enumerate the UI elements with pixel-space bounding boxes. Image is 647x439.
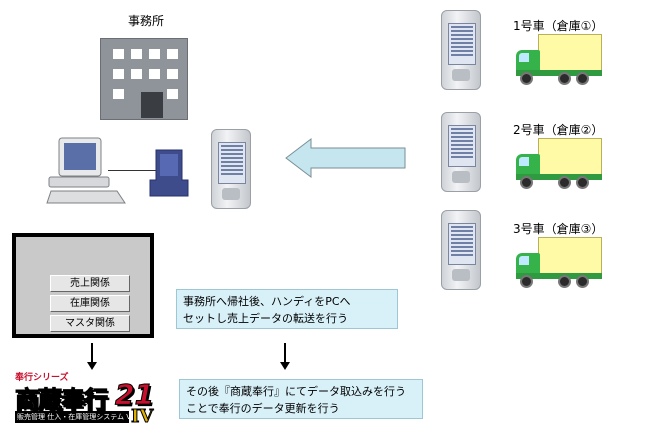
connection-cable (108, 170, 158, 171)
handheld-terminal-icon (211, 129, 251, 209)
down-arrow-icon (280, 343, 290, 370)
desktop-pc-icon (46, 137, 126, 204)
transfer-note-line-1: 事務所へ帰社後、ハンディをPCへ (183, 295, 351, 308)
truck-1-label: 1号車（倉庫①） (513, 19, 604, 33)
truck-3-label: 3号車（倉庫③） (513, 222, 604, 236)
down-arrow-icon (87, 343, 97, 370)
truck-1-icon (514, 34, 604, 86)
office-label: 事務所 (128, 14, 165, 28)
menu-screen: 売上関係 在庫関係 マスタ関係 (12, 233, 154, 338)
master-menu-button[interactable]: マスタ関係 (50, 315, 130, 332)
transfer-arrow (285, 137, 406, 179)
handheld-terminal-icon (441, 210, 481, 290)
import-note: その後『商蔵奉行』にてデータ取込みを行う ことで奉行のデータ更新を行う (179, 379, 423, 419)
transfer-note-line-2: セットし売上データの転送を行う (183, 312, 348, 325)
handy-cradle-icon (149, 149, 189, 197)
truck-3-icon (514, 237, 604, 289)
sales-menu-button[interactable]: 売上関係 (50, 275, 130, 292)
handheld-terminal-icon (441, 112, 481, 192)
logo-series: 奉行シリーズ (15, 373, 69, 383)
shozo-bugyo-logo: 奉行シリーズ 商蔵奉行 21 販売管理 仕入・在庫管理システム Ver. IV (15, 370, 163, 430)
transfer-note: 事務所へ帰社後、ハンディをPCへ セットし売上データの転送を行う (176, 289, 398, 329)
handheld-terminal-icon (441, 10, 481, 90)
inventory-menu-button[interactable]: 在庫関係 (50, 295, 130, 312)
logo-edition: IV (130, 406, 154, 428)
logo-name: 商蔵奉行 (15, 386, 109, 415)
import-note-line-1: その後『商蔵奉行』にてデータ取込みを行う (186, 385, 406, 398)
logo-number: 21 (115, 378, 155, 412)
truck-2-label: 2号車（倉庫②） (513, 123, 604, 137)
truck-2-icon (514, 138, 604, 190)
logo-subtitle: 販売管理 仕入・在庫管理システム Ver. (15, 411, 129, 423)
building-door (141, 92, 163, 118)
import-note-line-2: ことで奉行のデータ更新を行う (186, 402, 340, 415)
